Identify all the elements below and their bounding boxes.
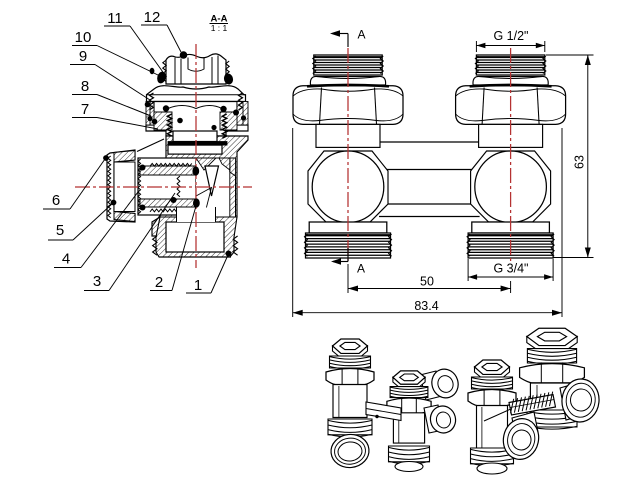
svg-text:A-A: A-A: [211, 14, 228, 25]
svg-text:63: 63: [573, 155, 587, 169]
svg-text:6: 6: [52, 192, 60, 209]
svg-text:9: 9: [79, 48, 87, 65]
svg-text:10: 10: [75, 29, 92, 46]
svg-text:83.4: 83.4: [414, 299, 438, 313]
svg-text:11: 11: [107, 10, 123, 27]
svg-text:4: 4: [62, 251, 70, 268]
svg-text:50: 50: [420, 275, 434, 289]
svg-text:A: A: [357, 262, 365, 276]
svg-text:G 3/4": G 3/4": [493, 262, 528, 276]
svg-text:3: 3: [93, 273, 101, 290]
svg-text:1: 1: [194, 277, 202, 294]
svg-text:7: 7: [81, 101, 89, 118]
svg-text:8: 8: [81, 78, 89, 95]
svg-text:2: 2: [155, 274, 163, 291]
svg-text:5: 5: [56, 222, 64, 239]
svg-text:12: 12: [144, 9, 161, 26]
svg-text:A: A: [357, 28, 365, 42]
svg-text:G 1/2": G 1/2": [493, 29, 528, 43]
svg-text:1 : 1: 1 : 1: [211, 23, 228, 33]
